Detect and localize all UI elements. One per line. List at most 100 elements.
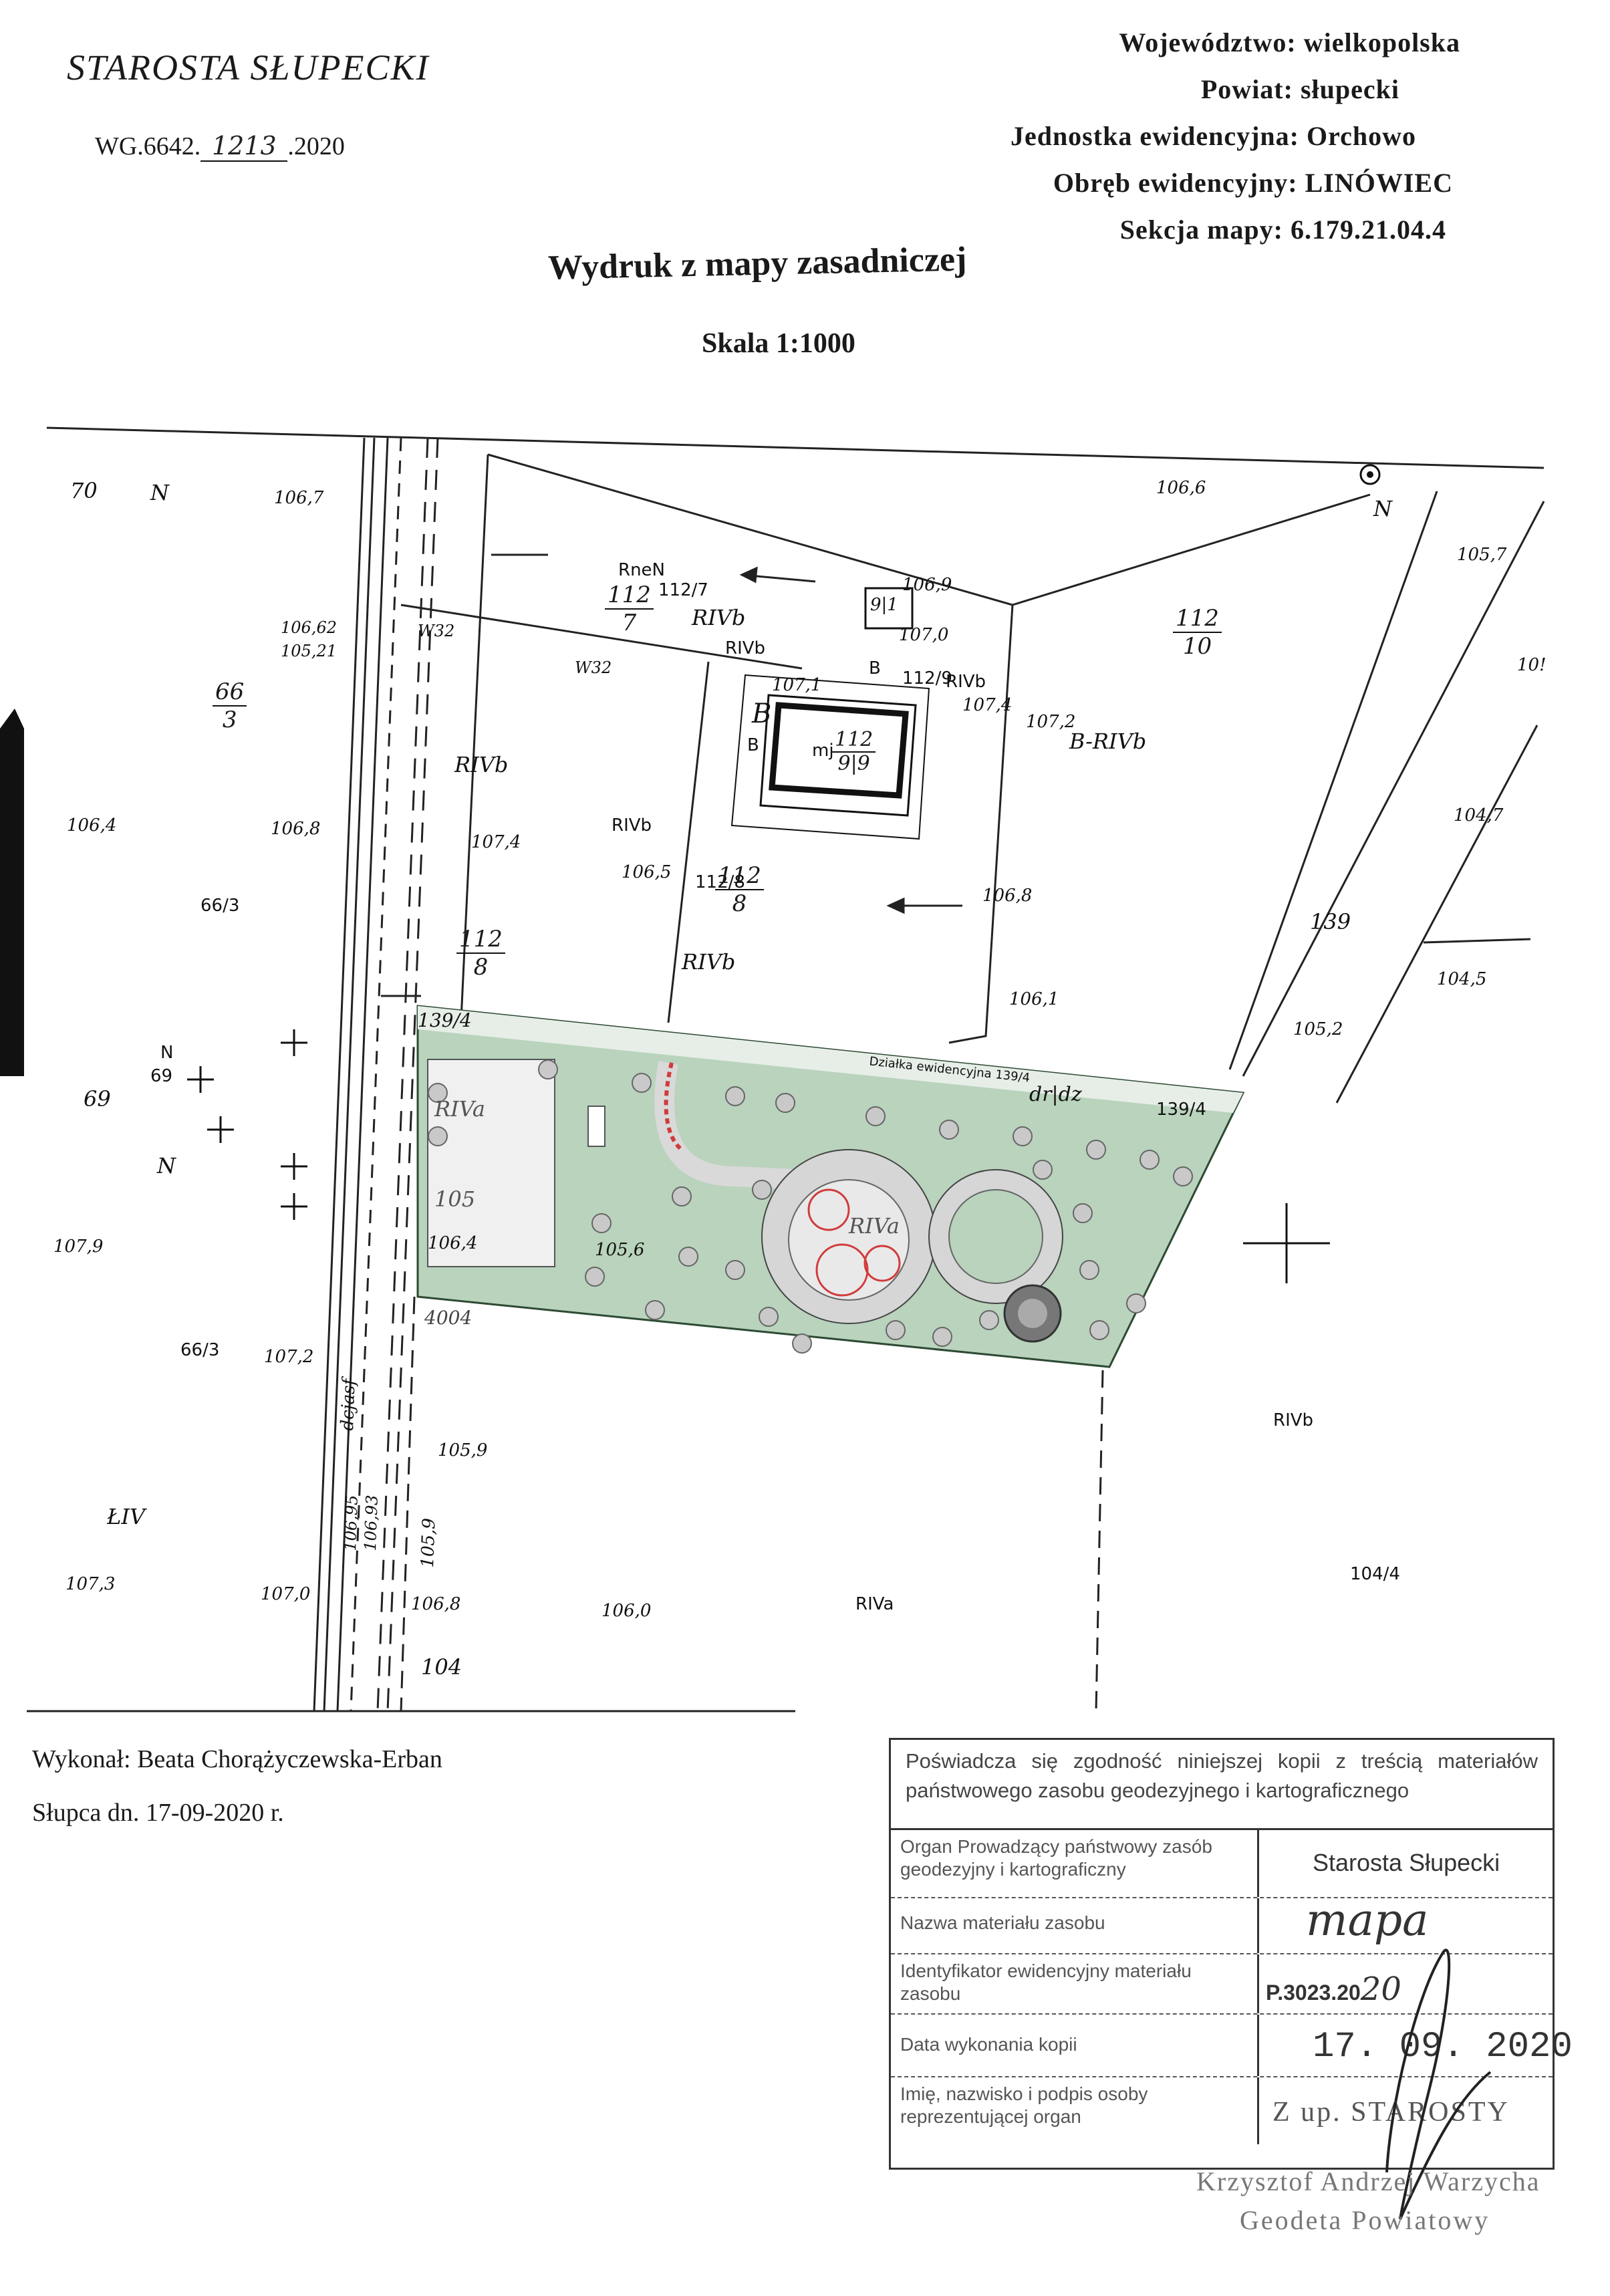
play-ring-red-3 <box>863 1245 901 1282</box>
case-year: .2020 <box>287 132 345 160</box>
elevation-105-7: 105,7 <box>1457 545 1507 565</box>
cert-label-signature: Imię, nazwisko i podpis osoby reprezentu… <box>891 2077 1259 2144</box>
cert-identifier-suffix: 20 <box>1360 1970 1401 2008</box>
stamp-name: Krzysztof Andrzej Warzycha <box>1196 2166 1540 2196</box>
elevation-106-4-b: 106,4 <box>428 1233 478 1253</box>
land-class-b-rivb: B-RIVb <box>1069 729 1147 754</box>
parcel-69-large: 69 <box>84 1086 111 1112</box>
cadastral-unit: Jednostka ewidencyjna: Orchowo <box>1010 121 1416 151</box>
elevation-107-0-b: 107,0 <box>261 1584 311 1604</box>
elevation-105-6: 105,6 <box>595 1240 645 1260</box>
cert-value-identifier: P.3023.2020 <box>1266 1970 1401 2008</box>
map-label-n-2: N <box>1373 496 1392 521</box>
parcel-104: 104 <box>421 1654 462 1680</box>
map-label-n-3: N <box>160 1043 174 1063</box>
cert-value-material: mapa <box>1306 1894 1429 1946</box>
line-label-w32-a: W32 <box>418 622 455 640</box>
case-reference: WG.6642.1213.2020 <box>95 131 345 162</box>
line-label-w32-b: W32 <box>575 658 612 677</box>
survey-crosses <box>187 1029 1330 1283</box>
elevation-105-21: 105,21 <box>281 642 337 660</box>
elevation-cut: 10! <box>1517 655 1547 675</box>
elevation-106-8-c: 106,8 <box>411 1594 461 1614</box>
case-number: 1213 <box>200 131 288 162</box>
plot-strip <box>418 1006 1243 1113</box>
road-label-drdz: dr|dz <box>1029 1083 1082 1106</box>
cert-label-material: Nazwa materiału zasobu <box>891 1898 1259 1953</box>
land-class-riva-3: RIVa <box>855 1594 894 1614</box>
cert-value-date: 17. 09. 2020 <box>1313 2027 1573 2067</box>
case-prefix: WG.6642. <box>95 132 201 160</box>
dashed-boundary-road <box>400 1296 416 1712</box>
dashed-boundary-south <box>1095 1370 1104 1712</box>
scan-edge-bar <box>0 729 24 1076</box>
elevation-106-8-b: 106,8 <box>982 886 1033 906</box>
elevation-106-1: 106,1 <box>1009 989 1059 1009</box>
land-class-rivb-2: RIVb <box>725 638 766 658</box>
elevation-106-9: 106,9 <box>902 575 952 595</box>
elevation-105-9: 105,9 <box>438 1440 488 1460</box>
elevation-105: 105 <box>434 1186 476 1212</box>
elevation-107-2: 107,2 <box>1026 712 1076 732</box>
land-class-riva-1: RIVa <box>434 1096 485 1122</box>
elevation-106-62: 106,62 <box>281 618 337 637</box>
map-label-n-4: N <box>157 1153 176 1178</box>
voivodeship: Województwo: wielkopolska <box>1119 27 1460 57</box>
playground <box>788 1179 910 1301</box>
cert-value-signature: Z up. STAROSTY <box>1272 2097 1510 2128</box>
scan-edge-triangle <box>0 709 24 729</box>
parcel-112-9: 112/9 <box>902 668 952 688</box>
map-label-n: N <box>150 480 169 505</box>
map-label-70: 70 <box>70 478 98 503</box>
sports-field <box>427 1059 555 1267</box>
direction-arrows <box>491 553 1531 944</box>
land-class-rivb-1: RIVb <box>692 605 746 630</box>
play-ring-red-1 <box>807 1188 850 1231</box>
field-mark-1 <box>587 1106 606 1147</box>
land-use-rnen: RneN <box>618 560 665 580</box>
land-class-liv: ŁIV <box>107 1504 146 1529</box>
building-number-9-1: 9|1 <box>870 595 898 615</box>
elevation-106-4: 106,4 <box>67 815 117 836</box>
elevation-107-4-b: 107,4 <box>471 832 521 852</box>
stamp-title: Geodeta Powiatowy <box>1240 2205 1490 2235</box>
map-scale: Skala 1:1000 <box>702 328 855 359</box>
land-class-rivb-road: RIVb <box>454 752 509 777</box>
elevation-106-7: 106,7 <box>274 488 324 508</box>
cert-label-organ: Organ Prowadzący państwowy zasób geodezy… <box>891 1830 1259 1897</box>
elevation-107-2-b: 107,2 <box>264 1347 314 1367</box>
cert-label-identifier: Identyfikator ewidencyjny materiału zaso… <box>891 1954 1259 2013</box>
land-class-riva-2: RIVa <box>849 1213 900 1239</box>
cert-identifier-prefix: P.3023.20 <box>1266 1981 1361 2005</box>
parcel-66-3-north: 66/3 <box>200 896 240 916</box>
building-mark-b-3: B <box>747 735 759 755</box>
east-loop-lawn <box>948 1189 1043 1284</box>
cadastral-precinct: Obręb ewidencyjny: LINÓWIEC <box>1053 168 1453 198</box>
elevation-106-0: 106,0 <box>601 1601 652 1621</box>
cert-label-date: Data wykonania kopii <box>891 2015 1259 2076</box>
play-ring-red-2 <box>815 1243 869 1297</box>
map-top-edge <box>46 426 1545 469</box>
certification-statement: Poświadcza się zgodność niniejszej kopii… <box>891 1740 1553 1830</box>
land-class-rivb-4: RIVb <box>612 815 652 836</box>
building-mark-b: B <box>869 658 881 678</box>
building-outline <box>730 587 930 840</box>
cert-row-material: Nazwa materiału zasobu mapa <box>891 1894 1553 1954</box>
survey-point-symbol <box>1359 464 1381 485</box>
cert-row-organ: Organ Prowadzący państwowy zasób geodezy… <box>891 1830 1553 1898</box>
place-date-line: Słupca dn. 17-09-2020 r. <box>32 1799 284 1827</box>
cert-row-signature: Imię, nazwisko i podpis osoby reprezentu… <box>891 2077 1553 2144</box>
county: Powiat: słupecki <box>1200 74 1399 104</box>
elevation-106-8: 106,8 <box>271 819 321 839</box>
road-lines <box>313 437 439 1712</box>
parcel-69: 69 <box>150 1066 173 1086</box>
parcel-66-3-south: 66/3 <box>180 1340 220 1360</box>
cert-row-identifier: Identyfikator ewidencyjny materiału zaso… <box>891 1954 1553 2015</box>
rose-bed-inner <box>1018 1299 1047 1328</box>
